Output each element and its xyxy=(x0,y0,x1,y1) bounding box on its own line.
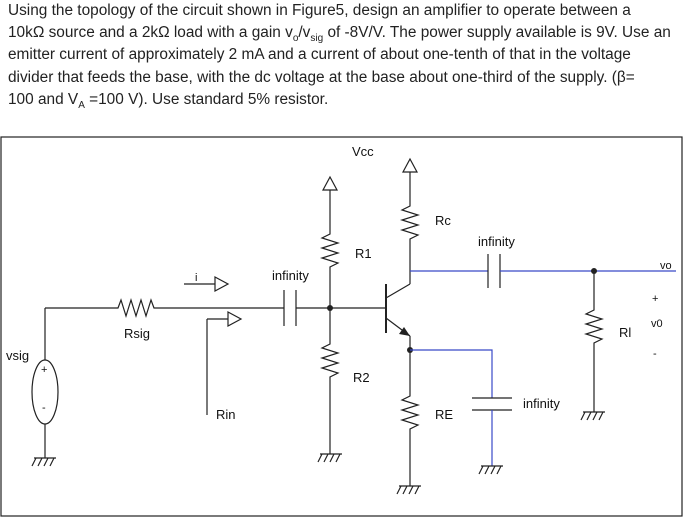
label-rl: Rl xyxy=(619,325,631,340)
vcc-arrow-rc xyxy=(401,157,419,200)
vcc-arrow-r1 xyxy=(321,175,339,228)
diagram-frame xyxy=(0,136,683,517)
ground-symbol-bypass xyxy=(478,465,503,475)
label-minus-source: - xyxy=(42,402,46,414)
label-minus-output: - xyxy=(653,348,657,360)
source-vsig xyxy=(31,308,59,458)
label-rin: Rin xyxy=(216,407,236,422)
problem-line-1: Using the topology of the circuit shown … xyxy=(8,2,631,19)
label-vsig: vsig xyxy=(6,348,29,363)
label-plus-output: + xyxy=(652,293,658,305)
wire-emitter-bypass xyxy=(410,349,493,398)
resistor-r1 xyxy=(319,228,341,308)
resistor-rl xyxy=(583,271,605,412)
problem-line-4: divider that feeds the base, with the dc… xyxy=(8,68,635,86)
label-cap-output: infinity xyxy=(478,234,515,249)
capacitor-bypass xyxy=(472,397,512,411)
label-cap-input: infinity xyxy=(272,268,309,283)
label-vo-mid: v0 xyxy=(651,318,663,330)
rin-indicator xyxy=(206,310,243,415)
resistor-re xyxy=(399,390,421,486)
resistor-r2 xyxy=(319,308,341,454)
resistor-rc xyxy=(399,200,421,284)
label-rsig: Rsig xyxy=(124,326,150,341)
label-rc: Rc xyxy=(435,213,451,228)
capacitor-input xyxy=(283,290,297,326)
ground-symbol-source xyxy=(31,457,56,467)
label-plus-source: + xyxy=(41,364,47,376)
label-r1: R1 xyxy=(355,246,372,261)
ground-symbol-rl xyxy=(580,411,605,421)
problem-line-2: 10kΩ source and a 2kΩ load with a gain v… xyxy=(8,24,671,45)
label-cap-bypass: infinity xyxy=(523,396,560,411)
label-re: RE xyxy=(435,407,453,422)
resistor-rsig xyxy=(112,297,160,319)
label-r2: R2 xyxy=(353,370,370,385)
current-arrow-i xyxy=(184,275,230,293)
problem-line-3: emitter current of approximately 2 mA an… xyxy=(8,46,631,64)
capacitor-output xyxy=(487,254,501,288)
label-vo-top: vo xyxy=(660,260,672,272)
label-current-i: i xyxy=(195,272,197,284)
problem-line-5: 100 and VA =100 V). Use standard 5% resi… xyxy=(8,90,329,111)
problem-statement: Using the topology of the circuit shown … xyxy=(8,0,680,111)
transistor-npn xyxy=(385,283,411,337)
ground-symbol-r2 xyxy=(317,453,342,463)
label-vcc: Vcc xyxy=(352,144,374,159)
ground-symbol-re xyxy=(396,485,421,495)
